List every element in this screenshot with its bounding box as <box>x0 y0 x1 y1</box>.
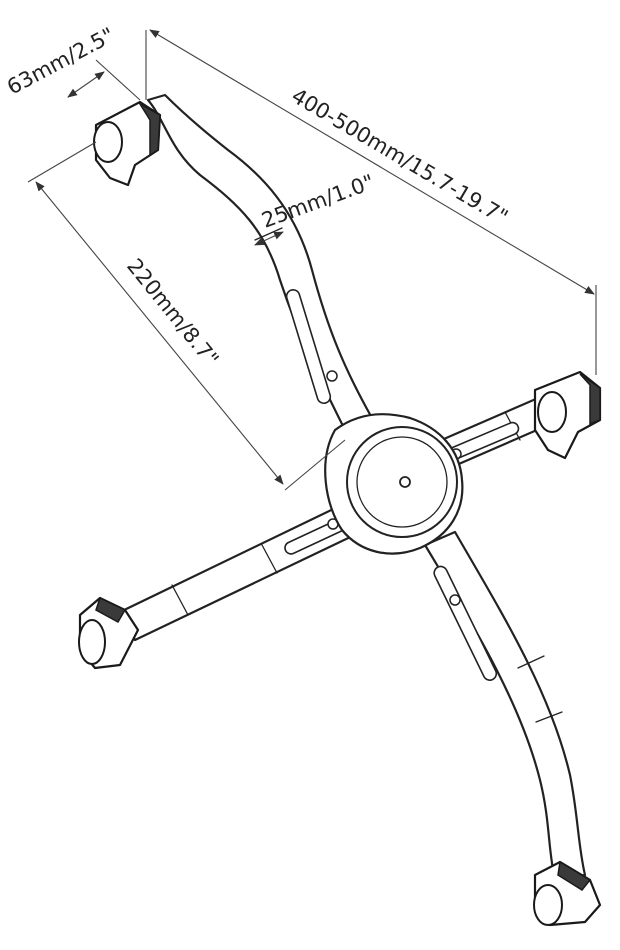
overall-width-dimension: 400-500mm/15.7-19.7" <box>145 29 597 375</box>
lower-left-grip <box>78 596 140 670</box>
bottom-right-grip <box>533 860 602 927</box>
top-left-grip <box>93 100 162 187</box>
center-screw-hole <box>399 476 411 488</box>
lower-right-arm <box>423 530 587 882</box>
upper-left-arm <box>146 93 374 432</box>
center-hub <box>324 413 464 555</box>
arm-length-label: 220mm/8.7" <box>122 254 223 371</box>
lower-left-arm <box>118 498 367 642</box>
right-grip <box>533 370 602 460</box>
grip-depth-dimension: 63mm/2.5" <box>3 23 141 101</box>
grip-depth-label: 63mm/2.5" <box>3 23 118 99</box>
